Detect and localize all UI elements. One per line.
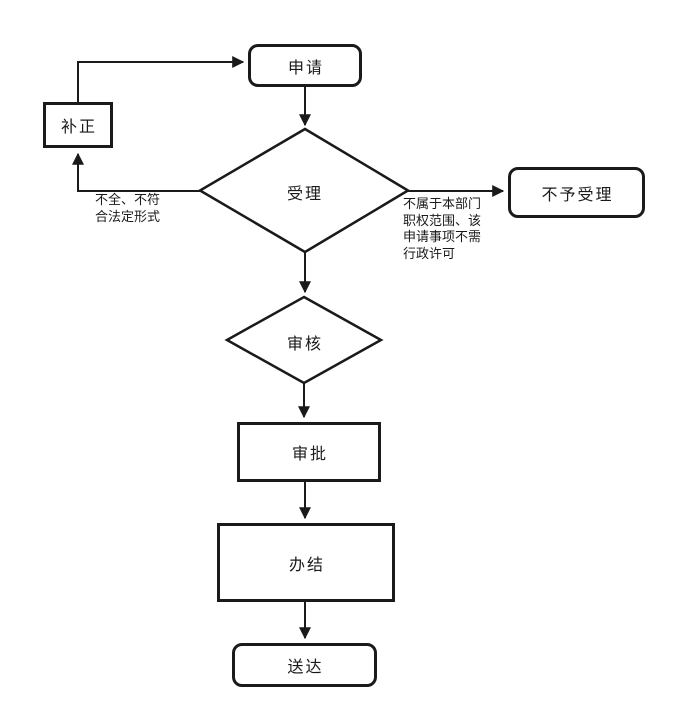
node-accept-label: 受理: [286, 186, 323, 203]
node-deliver: 送达: [232, 643, 377, 687]
node-review-diamond: [224, 295, 384, 385]
node-apply-label: 申请: [287, 59, 324, 77]
node-reject: 不予受理: [508, 167, 645, 218]
node-complete-label: 办结: [288, 556, 325, 574]
node-complete: 办结: [217, 523, 395, 602]
node-approve-label: 审批: [291, 446, 328, 463]
node-review-label: 审核: [286, 336, 323, 353]
node-correction: 补正: [43, 102, 113, 148]
node-apply: 申请: [248, 44, 362, 87]
node-correction-label: 补正: [60, 119, 97, 136]
node-reject-label: 不予受理: [541, 186, 614, 204]
edge-correction-to-apply: [77, 56, 245, 102]
edge-accept-to-correction: [72, 152, 200, 192]
node-deliver-label: 送达: [287, 659, 324, 676]
node-accept-diamond: [197, 127, 411, 254]
node-approve: 审批: [237, 422, 381, 482]
edge-label-incomplete: 不全、不符 合法定形式: [95, 192, 161, 224]
edge-label-not-accepted: 不属于本部门 职权范围、该 申请事项不需 行政许可: [403, 196, 482, 261]
